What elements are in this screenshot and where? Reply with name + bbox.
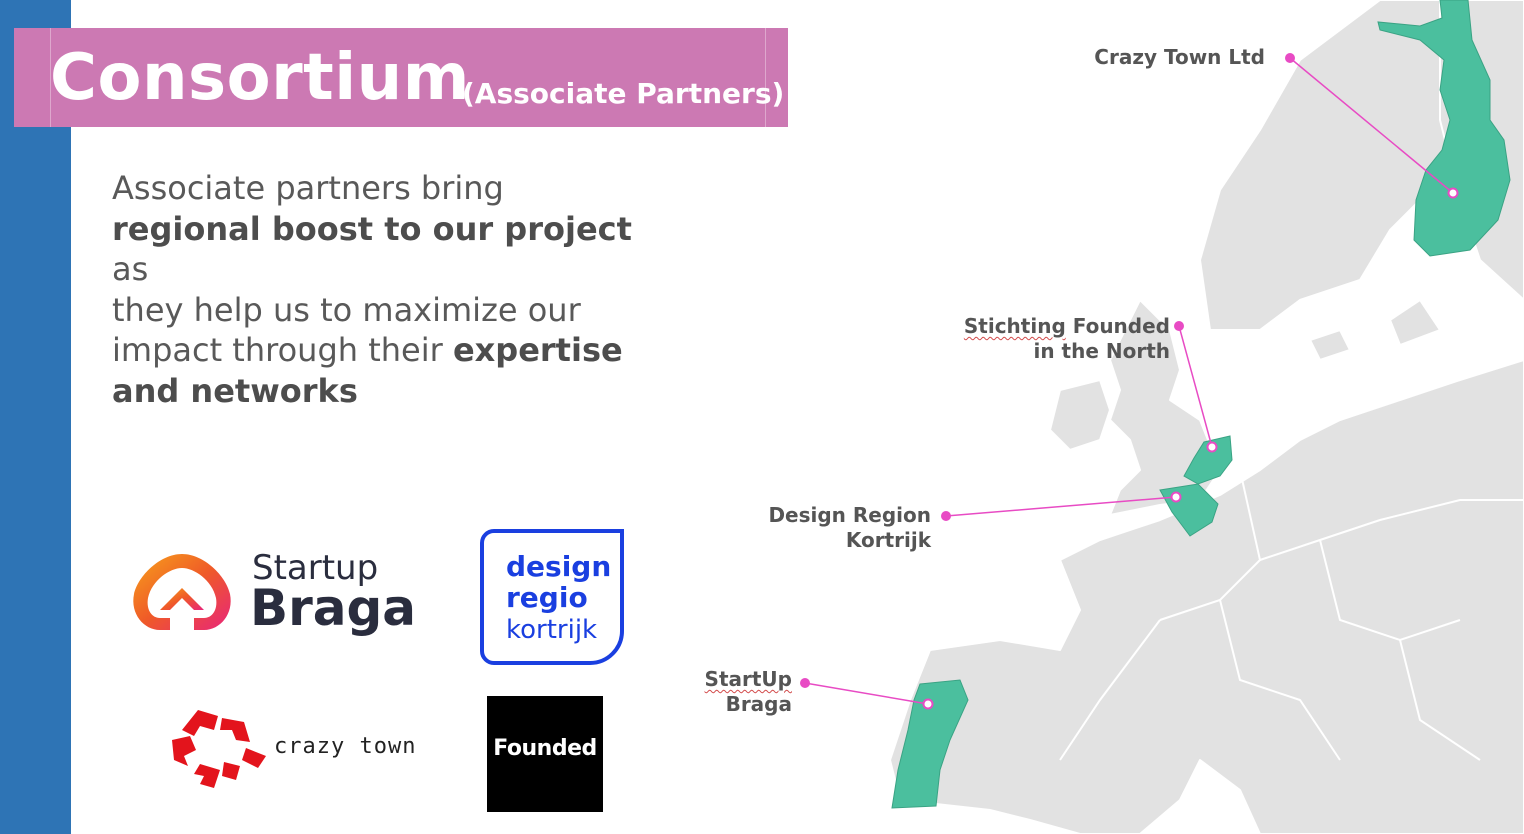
design-regio-line1: design: [506, 550, 612, 583]
founded-text: Founded: [493, 736, 597, 761]
label-design-region-line2: Kortrijk: [845, 528, 931, 552]
marker-startup-braga-label: [800, 678, 810, 688]
description-line-4: impact through their: [112, 331, 453, 369]
side-accent-bar: [0, 0, 71, 834]
description-line-1: Associate partners bring: [112, 169, 504, 207]
marker-design-region-location: [1170, 491, 1182, 503]
portugal-region: [891, 679, 969, 809]
description-bold-1: regional boost to our project: [112, 209, 632, 248]
label-stichting: Stichting Founded in the North: [960, 314, 1170, 364]
design-regio-line3: kortrijk: [506, 615, 598, 645]
description-bold-2: expertise: [452, 331, 623, 369]
marker-stichting-label: [1174, 321, 1184, 331]
label-stichting-word: Stichting: [963, 314, 1066, 338]
marker-crazy-town-label: [1285, 53, 1295, 63]
label-startup-braga-line2: Braga: [725, 692, 792, 716]
banner-divider-right: [765, 28, 766, 127]
location-markers: [922, 187, 1459, 710]
design-regio-kortrijk-logo: design regio kortrijk: [480, 529, 624, 665]
europe-landmass: [889, 0, 1524, 834]
startup-braga-word2: Braga: [250, 579, 417, 637]
map-markers: [800, 53, 1295, 688]
connector-startup-braga: [804, 682, 929, 705]
label-stichting-line2: in the North: [1033, 339, 1170, 363]
label-design-region: Design Region Kortrijk: [760, 503, 931, 553]
finland-region: [1377, 0, 1511, 257]
connector-crazy-town: [1289, 57, 1454, 194]
country-borders: [1059, 359, 1524, 761]
description-text: Associate partners bring regional boost …: [112, 168, 672, 411]
startup-braga-word1: Startup: [252, 548, 379, 588]
connector-lines: [804, 57, 1454, 705]
crazy-town-text: crazy town: [274, 734, 417, 759]
highlighted-countries: [891, 0, 1511, 809]
label-startup-braga-line1: StartUp: [704, 667, 792, 691]
page-subtitle: (Associate Partners): [462, 77, 785, 110]
description-bold-3: and networks: [112, 371, 358, 410]
marker-crazy-town-location: [1447, 187, 1459, 199]
connector-stichting: [1178, 325, 1213, 448]
startup-braga-mark-icon: [133, 554, 231, 630]
marker-design-region-label: [941, 511, 951, 521]
label-design-region-line1: Design Region: [768, 503, 931, 527]
founded-logo: Founded: [487, 696, 603, 812]
page-title: Consortium: [50, 41, 470, 115]
connector-design-region: [945, 496, 1177, 517]
label-startup-braga: StartUp Braga: [690, 667, 792, 717]
description-line-2: as: [112, 250, 149, 288]
marker-startup-braga-location: [922, 698, 934, 710]
marker-stichting-location: [1206, 441, 1218, 453]
netherlands-region: [1183, 435, 1233, 485]
label-stichting-founded: Founded: [1065, 314, 1170, 338]
banner-divider-left: [50, 28, 51, 127]
europe-map: [800, 0, 1524, 834]
crazy-town-mark-icon: [172, 710, 266, 788]
design-regio-line2: regio: [506, 581, 588, 614]
crazy-town-logo: crazy town: [170, 708, 420, 790]
title-banner: Consortium (Associate Partners): [14, 28, 788, 127]
description-line-3: they help us to maximize our: [112, 290, 581, 329]
startup-braga-logo: Startup Braga: [130, 548, 420, 638]
label-crazy-town: Crazy Town Ltd: [1094, 45, 1265, 69]
